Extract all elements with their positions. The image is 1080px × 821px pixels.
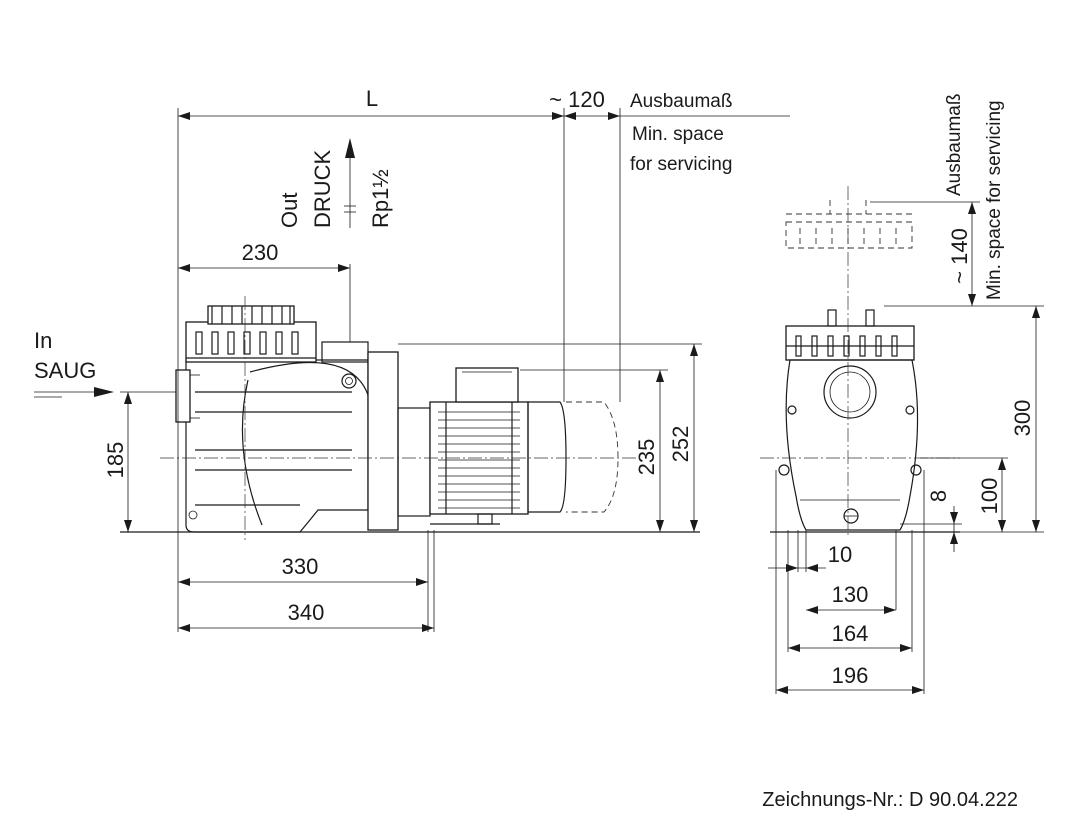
dim-100: 100 <box>977 478 1002 515</box>
dim-130: 130 <box>832 582 869 607</box>
label-out: Out <box>277 193 302 228</box>
dim-140: ~ 140 <box>947 228 972 284</box>
label-ausbaumass-top: Ausbaumaß <box>630 91 732 112</box>
lid-removal-position <box>785 200 913 249</box>
label-in: In <box>34 328 52 353</box>
front-view: ~ 140 Ausbaumaß Min. space for servicing… <box>760 94 1044 694</box>
side-view: L ~ 120 Ausbaumaß Min. space for servici… <box>34 86 790 632</box>
strainer-lid <box>185 305 317 363</box>
outlet-annotation: Out DRUCK Rp1½ <box>277 138 393 228</box>
dim-120: ~ 120 <box>549 87 605 112</box>
label-min-space-side: Min. space for servicing <box>984 100 1005 300</box>
dim-330: 330 <box>282 554 319 579</box>
dim-300: 300 <box>1010 400 1035 437</box>
motor-flange <box>367 351 431 531</box>
dim-L: L <box>366 86 378 111</box>
drawing-number: Zeichnungs-Nr.: D 90.04.222 <box>762 789 1018 811</box>
inlet-annotation: In SAUG <box>34 328 114 398</box>
dim-10: 10 <box>828 542 852 567</box>
motor <box>429 367 619 525</box>
front-body <box>778 359 922 610</box>
pump-housing <box>175 341 369 533</box>
dim-8: 8 <box>926 490 951 502</box>
dim-230: 230 <box>242 240 279 265</box>
label-saug: SAUG <box>34 358 96 383</box>
dim-164: 164 <box>832 621 869 646</box>
label-ausbaumass-side: Ausbaumaß <box>944 94 965 196</box>
dim-340: 340 <box>288 600 325 625</box>
dim-235: 235 <box>634 439 659 476</box>
label-min-space-top-1: Min. space <box>632 124 724 145</box>
label-rp: Rp1½ <box>368 169 393 228</box>
label-min-space-top-2: for servicing <box>630 154 732 175</box>
dim-252: 252 <box>668 426 693 463</box>
label-druck: DRUCK <box>310 149 335 228</box>
dim-196: 196 <box>832 663 869 688</box>
dim-185: 185 <box>103 442 128 479</box>
front-lid <box>785 309 915 361</box>
